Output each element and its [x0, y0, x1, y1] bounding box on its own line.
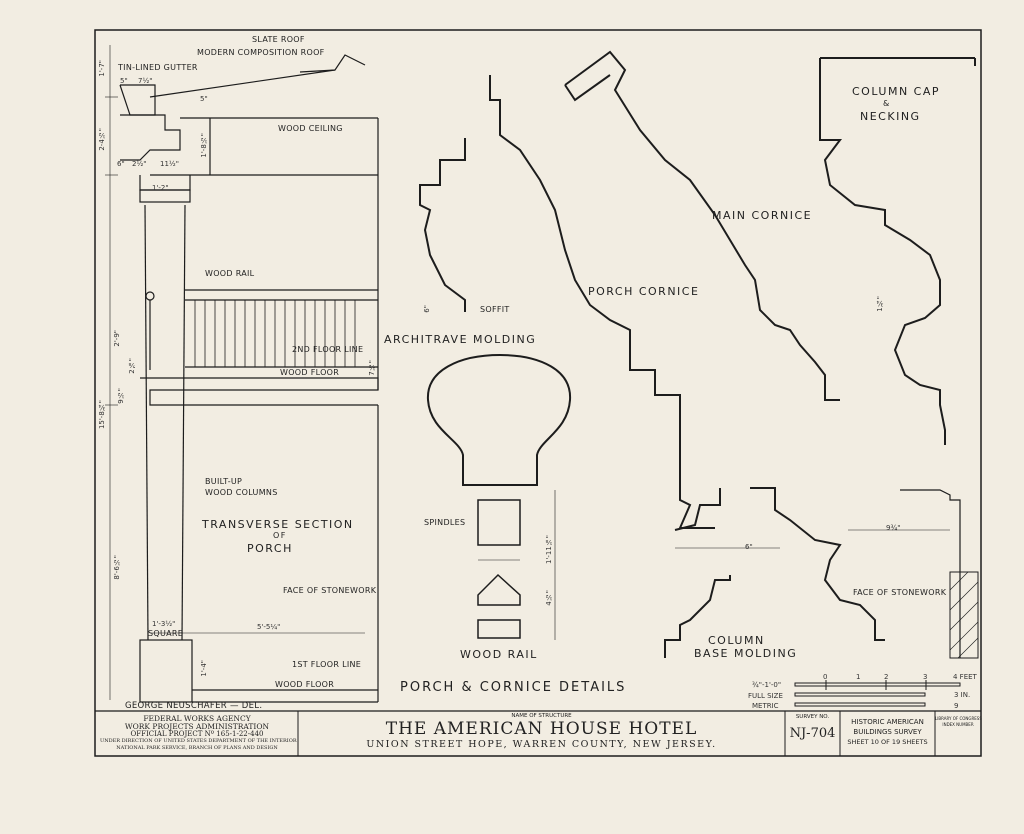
label-gutter: TIN-LINED GUTTER — [118, 63, 198, 72]
scale-tick-0: 0 — [823, 673, 828, 681]
label-column-base-1: COLUMN — [708, 634, 765, 647]
tb-agency-2: WORK PROJECTS ADMINISTRATION — [124, 722, 270, 731]
label-column-cap-3: NECKING — [860, 110, 921, 123]
label-wood-rail-top: WOOD RAIL — [205, 269, 255, 278]
tb-structure-name: THE AMERICAN HOUSE HOTEL — [385, 719, 698, 739]
dim-small: 1¾" — [876, 296, 884, 312]
transverse-section — [105, 45, 379, 703]
dim-1-3: 1'-3½" — [152, 620, 176, 628]
dim-1-4: 1'-4" — [200, 660, 208, 677]
label-transverse-2: OF — [273, 531, 287, 540]
graphic-scales — [794, 680, 961, 707]
tb-agency-5: NATIONAL PARK SERVICE, BRANCH OF PLANS A… — [116, 745, 278, 751]
tb-survey-no: NJ-704 — [789, 726, 836, 741]
label-face-stonework-left: FACE OF STONEWORK — [283, 586, 377, 595]
tb-habs-1: HISTORIC AMERICAN — [851, 718, 924, 726]
label-wood-rail-bottom: WOOD RAIL — [460, 648, 538, 661]
scale-tick-2: 2 — [884, 673, 889, 681]
scale-tick-4: 4 FEET — [953, 673, 977, 681]
tb-agency-1: FEDERAL WORKS AGENCY — [143, 714, 251, 723]
scale-row-1: ¾"-1'-0" — [752, 681, 782, 689]
label-column-cap-1: COLUMN CAP — [852, 85, 941, 98]
main-cornice-profile — [564, 50, 840, 401]
label-architrave: ARCHITRAVE MOLDING — [384, 333, 537, 346]
tb-agency-3: OFFICIAL PROJECT Nº 165-1-22-440 — [130, 730, 264, 738]
dim-1-11: 1'-11⅛" — [545, 535, 553, 565]
dim-1-7: 1'-7" — [98, 60, 106, 77]
column-cap-profile — [819, 57, 976, 445]
dim-1-8: 1'-8½" — [200, 133, 208, 158]
label-built-up-1: BUILT-UP — [205, 477, 243, 486]
dim-7-5: 7½" — [138, 77, 153, 85]
scale-row-3-end: 9 — [954, 702, 959, 710]
label-delineator: GEORGE NEUSCHAFER — DEL. — [125, 701, 263, 711]
dim-4-5: 4½" — [545, 590, 553, 606]
label-face-stonework-right: FACE OF STONEWORK — [853, 588, 947, 597]
dim-8: 8'-6½" — [113, 555, 121, 580]
dim-6b: 6" — [745, 543, 753, 551]
tb-sheet: SHEET 10 OF 19 SHEETS — [847, 738, 928, 746]
tb-library-1: LIBRARY OF CONGRESS — [935, 716, 982, 721]
label-slate-roof: SLATE ROOF — [252, 35, 305, 44]
label-transverse-3: PORCH — [247, 542, 293, 555]
label-composition-roof: MODERN COMPOSITION ROOF — [197, 48, 325, 57]
wood-rail-profile — [426, 353, 572, 486]
dim-9r: 9¾" — [886, 524, 901, 532]
tb-location: UNION STREET HOPE, WARREN COUNTY, NEW JE… — [366, 739, 717, 750]
column-base-profile — [664, 487, 885, 658]
scale-row-2: FULL SIZE — [748, 692, 783, 700]
dim-2-4: 2-4½" — [98, 128, 106, 151]
tb-survey-caption: SURVEY NO. — [795, 714, 830, 720]
stonework-right — [900, 489, 979, 659]
dim-1-2: 1'-2" — [152, 184, 169, 192]
spindle-profiles — [477, 490, 950, 640]
label-built-up-2: WOOD COLUMNS — [205, 488, 278, 497]
label-wood-floor-upper: WOOD FLOOR — [280, 368, 340, 377]
scale-row-3: METRIC — [752, 702, 779, 710]
dim-2-9: 2'-9" — [113, 330, 121, 347]
label-column-base-2: BASE MOLDING — [694, 647, 798, 660]
tb-name-caption: NAME OF STRUCTURE — [511, 713, 572, 719]
dim-5-5: 5'-5¼" — [257, 623, 281, 631]
label-wood-ceiling: WOOD CEILING — [278, 124, 343, 133]
scale-tick-3: 3 — [923, 673, 928, 681]
scale-row-2-end: 3 IN. — [954, 691, 971, 699]
label-main-cornice: MAIN CORNICE — [712, 209, 813, 222]
dim-6c: 6" — [423, 305, 431, 313]
label-second-floor-line: 2ND FLOOR LINE — [292, 345, 364, 354]
dim-5b: 5" — [200, 95, 208, 103]
sheet-title: PORCH & CORNICE DETAILS — [400, 680, 627, 695]
label-spindles: SPINDLES — [424, 518, 466, 527]
label-column-cap-2: & — [883, 99, 891, 108]
label-transverse-1: TRANSVERSE SECTION — [202, 518, 354, 531]
label-square: SQUARE — [148, 629, 184, 638]
architrave-molding-profile — [419, 138, 466, 312]
dim-2-8: 2⅝" — [128, 358, 136, 374]
dim-2-5: 2½" — [132, 160, 147, 168]
tb-library-2: INDEX NUMBER — [942, 722, 974, 727]
scale-tick-1: 1 — [856, 673, 861, 681]
label-soffit: SOFFIT — [480, 305, 510, 314]
label-wood-floor-lower: WOOD FLOOR — [275, 680, 335, 689]
label-first-floor-line: 1ST FLOOR LINE — [292, 660, 362, 669]
dim-6: 6" — [117, 160, 125, 168]
dim-11: 11½" — [160, 160, 179, 168]
tb-habs-2: BUILDINGS SURVEY — [853, 728, 922, 736]
label-porch-cornice: PORCH CORNICE — [588, 285, 700, 298]
tb-agency-4: UNDER DIRECTION OF UNITED STATES DEPARTM… — [100, 738, 297, 744]
dim-9: 9½" — [117, 388, 125, 404]
dim-15: 15'-8¾" — [98, 400, 106, 430]
dim-5: 5" — [120, 77, 128, 85]
porch-cornice-profile — [489, 75, 715, 529]
dim-7: 7½" — [368, 360, 376, 376]
